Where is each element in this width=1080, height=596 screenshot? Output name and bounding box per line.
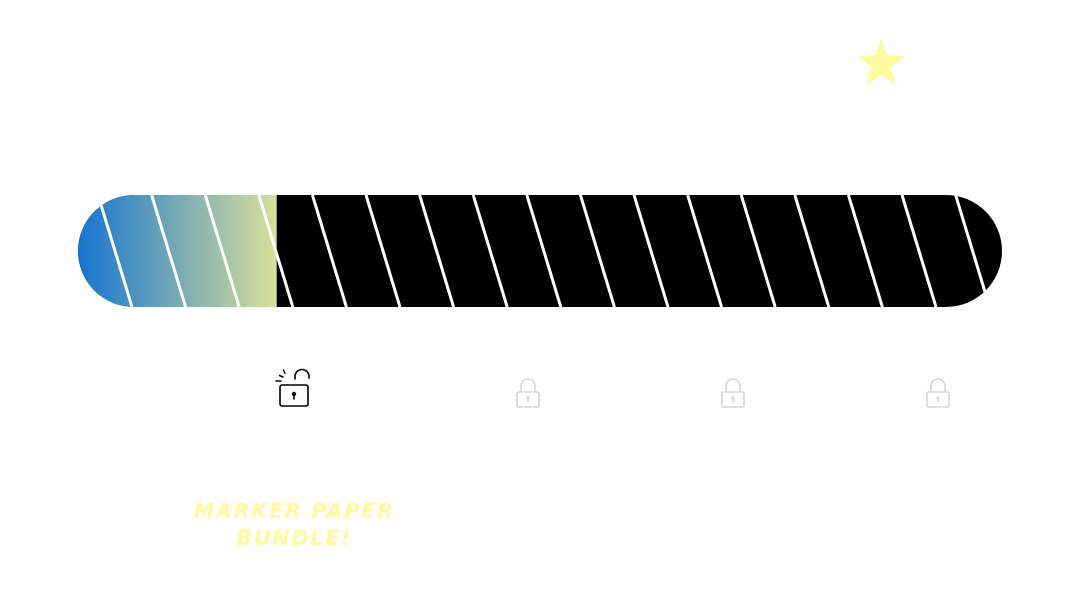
progress-stripe	[846, 195, 884, 307]
progress-stripe	[686, 195, 724, 307]
reward-label-line1: MARKER PAPER	[193, 499, 395, 523]
progress-stripe	[203, 195, 241, 307]
milestone-unlocked	[275, 367, 311, 409]
progress-stripe	[954, 195, 992, 307]
star-icon	[856, 38, 906, 86]
progress-stripe	[150, 195, 188, 307]
milestone-locked	[510, 373, 546, 415]
progress-stripe	[578, 195, 616, 307]
progress-stripe	[632, 195, 670, 307]
milestone-locked	[920, 373, 956, 415]
progress-stripe	[525, 195, 563, 307]
lock-icon	[510, 373, 546, 415]
unlocked-lock-icon	[275, 367, 311, 409]
progress-stripe	[471, 195, 509, 307]
progress-stripe	[310, 195, 348, 307]
progress-stripes	[96, 195, 992, 307]
progress-stripe	[364, 195, 402, 307]
progress-stripe	[257, 195, 295, 307]
lock-icon	[920, 373, 956, 415]
progress-stripe	[96, 195, 134, 307]
progress-stripe	[739, 195, 777, 307]
lock-icon	[715, 373, 751, 415]
reward-label-line2: BUNDLE!	[236, 526, 352, 550]
milestone-locked	[715, 373, 751, 415]
progress-stripe	[418, 195, 456, 307]
progress-stripe	[793, 195, 831, 307]
progress-stripe	[900, 195, 938, 307]
reward-label: MARKER PAPER BUNDLE!	[160, 498, 428, 552]
progress-fill	[78, 195, 277, 307]
progress-bar	[78, 195, 1002, 307]
